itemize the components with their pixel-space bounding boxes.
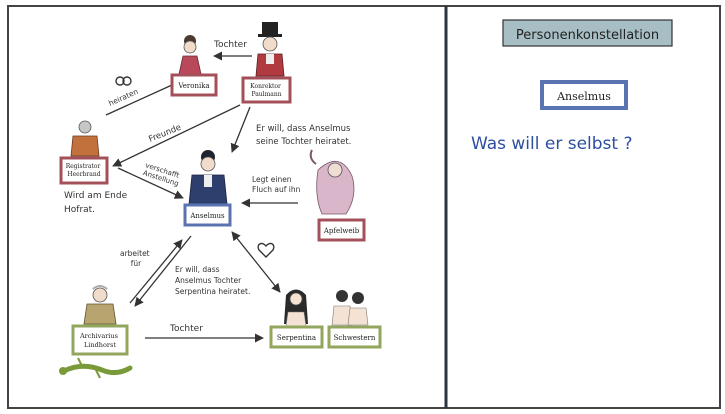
question-text: Was will er selbst ?	[471, 134, 633, 154]
label-tochter-top: Tochter	[213, 40, 247, 50]
svg-text:Anselmus: Anselmus	[556, 90, 611, 103]
svg-text:Personenkonstellation: Personenkonstellation	[516, 28, 659, 43]
card-heerbrand: Registrator Heerbrand	[59, 156, 109, 185]
arrow-paulmann-heerbrand	[112, 104, 241, 167]
schwestern-figure	[331, 290, 369, 326]
label-arbeitet: arbeitet für	[120, 249, 152, 268]
card-anselmus: Anselmus	[183, 203, 232, 227]
card-apfelweib: Apfelweib	[317, 218, 366, 242]
focus-card-anselmus: Anselmus	[540, 80, 628, 110]
arrow-anselmus-lindhorst	[134, 235, 192, 307]
svg-text:Apfelweib: Apfelweib	[323, 227, 360, 235]
apfelweib-figure	[309, 149, 355, 215]
anselmus-figure	[188, 150, 228, 205]
label-hofrat: Wird am Ende Hofrat.	[64, 191, 130, 215]
svg-text:Archivarius Lindhorst: Archivarius Lindhorst	[79, 332, 120, 349]
veronika-figure	[178, 35, 202, 75]
paulmann-figure	[255, 22, 285, 77]
card-veronika: Veronika	[170, 73, 218, 97]
serpentina-figure	[284, 289, 308, 327]
card-paulmann: Konrektor Paulmann	[241, 76, 292, 104]
label-fluch: Legt einen Fluch auf ihn	[252, 175, 301, 194]
lindhorst-figure	[83, 285, 117, 325]
title-card: Personenkonstellation	[502, 19, 673, 47]
card-lindhorst: Archivarius Lindhorst	[71, 324, 129, 356]
label-tochter-bottom: Tochter	[169, 324, 203, 334]
svg-text:Registrator Heerbrand: Registrator Heerbrand	[66, 163, 103, 178]
label-lindhorst-wish: Er will, dass Anselmus Tochter Serpentin…	[175, 265, 250, 296]
svg-text:Schwestern: Schwestern	[334, 334, 376, 342]
svg-text:Serpentina: Serpentina	[277, 334, 316, 342]
heerbrand-figure	[70, 120, 100, 157]
line-veronika-heerbrand	[105, 84, 173, 116]
card-serpentina: Serpentina	[269, 325, 324, 349]
arrow-lindhorst-anselmus	[129, 239, 183, 304]
arrow-anselmus-serpentina	[231, 231, 281, 293]
lizard-icon	[59, 357, 133, 379]
arrow-heerbrand-anselmus	[117, 167, 184, 199]
svg-text:Konrektor Paulmann: Konrektor Paulmann	[250, 83, 283, 98]
heart-icon	[257, 242, 275, 258]
rings-icon	[115, 76, 132, 86]
svg-text:Anselmus: Anselmus	[189, 212, 225, 220]
arrow-paulmann-anselmus	[230, 106, 251, 153]
card-schwestern: Schwestern	[327, 325, 382, 349]
label-paulmann-wish: Er will, dass Anselmus seine Tochter hei…	[256, 124, 353, 147]
svg-text:Veronika: Veronika	[177, 82, 209, 90]
